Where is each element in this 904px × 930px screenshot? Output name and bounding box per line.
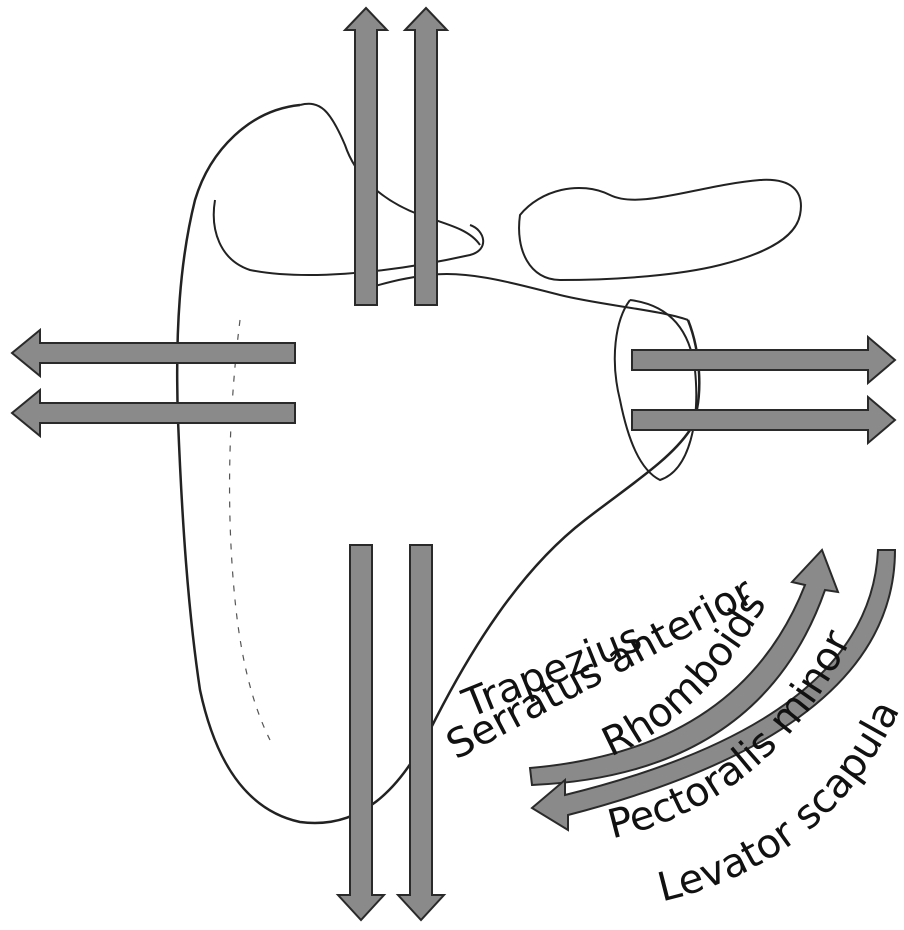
arrow-left-icon <box>12 390 295 436</box>
arrow-left-icon <box>12 330 295 376</box>
spine-outline <box>300 104 480 245</box>
retraction-arrows <box>12 330 295 436</box>
medial-border-line <box>230 320 270 740</box>
arrow-up-icon <box>345 8 387 305</box>
arrow-down-icon <box>398 545 444 920</box>
acromion-outline <box>360 274 688 320</box>
depression-arrows <box>338 545 444 920</box>
acromion-process-outline <box>519 180 801 280</box>
supraspinous-fossa-outline <box>214 200 483 275</box>
arrow-down-icon <box>338 545 384 920</box>
elevation-arrows <box>345 8 447 305</box>
glenoid-outline <box>615 300 696 480</box>
muscle-labels: Trapezius Serratus anterior Rhomboids Pe… <box>0 0 904 911</box>
arrow-right-icon <box>632 397 895 443</box>
arrow-right-icon <box>632 337 895 383</box>
levator-scapulae-label: Levator scapulae <box>0 0 904 911</box>
protraction-arrows <box>632 337 895 443</box>
